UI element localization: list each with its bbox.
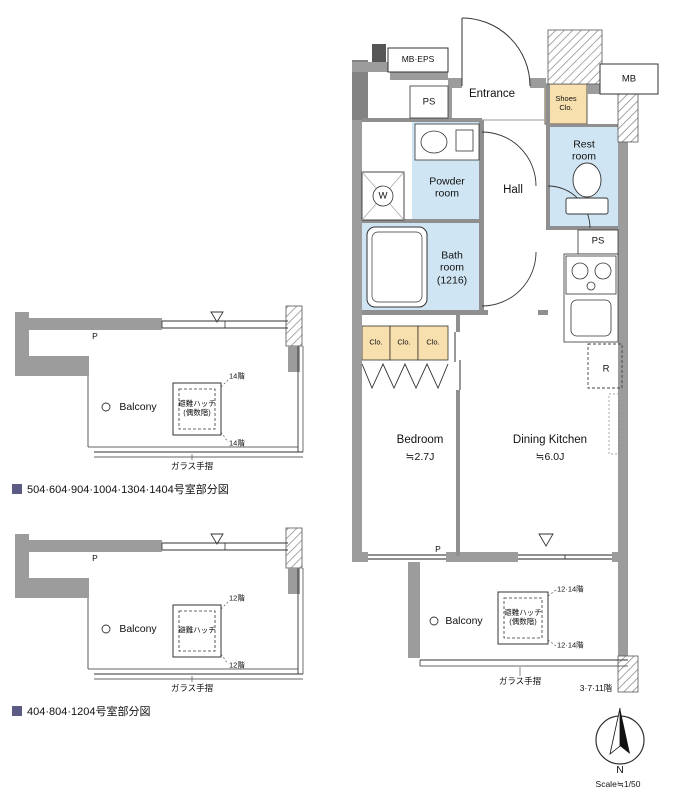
compass-icon [595, 707, 645, 765]
balcony-label: Balcony [445, 614, 483, 627]
shoes-closet-area [544, 83, 588, 125]
ps-mid-box [577, 229, 619, 255]
mb-eps-box [387, 47, 449, 73]
evacuation-hatch-box [497, 591, 549, 645]
closet-label: Clo. [426, 337, 440, 347]
glass-rail-label: ガラス手摺 [498, 675, 542, 686]
closet-folding-doors [361, 362, 449, 390]
counter-space [608, 393, 620, 455]
washer-label: W [378, 190, 388, 202]
north-label: N [616, 763, 624, 776]
dining-kitchen-label: Dining Kitchen [512, 434, 588, 447]
floors-note-label: 3·7·11階 [579, 682, 613, 693]
caption-text: 504·604·904·1004·1304·1404号室部分図 [27, 484, 229, 496]
ps-mid-label: PS [591, 235, 605, 247]
hatch-label: 避難ハッチ (偶数階) [504, 608, 542, 626]
rest-room-label: Rest room [572, 138, 596, 163]
powder-room-label: Powder room [429, 175, 465, 200]
caption-plan-b: 404·804·1204号室部分図 [12, 703, 151, 719]
mb-box [599, 63, 659, 95]
closet-label: Clo. [397, 337, 411, 347]
kitchen-sink-icon [570, 299, 612, 337]
ps-top-box [409, 85, 449, 119]
closet-area [417, 325, 449, 361]
hall-door-opening [488, 310, 538, 315]
floor-bottom-label: 12階 [229, 660, 245, 670]
closet-area [389, 325, 419, 361]
scale-label: Scale≒1/50 [595, 778, 641, 789]
main-plan [352, 17, 659, 693]
floor-bottom-label: 14階 [229, 438, 245, 448]
vanity-sink-icon [414, 123, 480, 161]
main-balcony [419, 533, 628, 676]
mb-label: MB [621, 73, 637, 85]
refrigerator-space [587, 343, 623, 389]
hall-door-arcs [481, 131, 537, 307]
washing-machine-icon [361, 171, 405, 221]
shoes-closet-label: Shoes Clo. [555, 94, 577, 112]
bath-room-label: Bath room (1216) [436, 249, 468, 287]
partial-plan-a [14, 305, 304, 461]
caption-marker [12, 706, 22, 716]
floor-top-label: 12階 [229, 593, 245, 603]
bathtub-icon [366, 226, 428, 308]
drain-circle-icon [429, 616, 439, 626]
walls [352, 44, 628, 658]
mb-eps-label: MB·EPS [401, 53, 435, 64]
partial-plan-b [14, 527, 304, 683]
dk-size-label: ≒6.0J [535, 450, 565, 463]
hatch-label: 避難ハッチ [178, 625, 216, 635]
balcony-label: Balcony [119, 622, 157, 635]
toilet-icon [565, 162, 609, 215]
ps-top-label: PS [422, 96, 436, 108]
bedroom-label: Bedroom [396, 434, 444, 447]
hatched-wall-right [617, 93, 639, 143]
hatch-label: 避難ハッチ (偶数階) [178, 399, 216, 417]
bedroom-door-opening [456, 332, 460, 390]
hatched-wall-top [547, 29, 603, 85]
entrance-door-arc [461, 17, 531, 87]
fridge-label: R [602, 363, 610, 375]
hatched-wall-balcony [617, 655, 639, 693]
pipe-label: P [435, 543, 441, 554]
pipe-label: P [92, 330, 98, 341]
hall-label: Hall [503, 184, 523, 197]
bedroom-size-label: ≒2.7J [405, 450, 435, 463]
caption-text: 404·804·1204号室部分図 [27, 706, 151, 718]
caption-plan-a: 504·604·904·1004·1304·1404号室部分図 [12, 481, 229, 497]
floors-bottom-label: 12·14階 [557, 640, 584, 650]
glass-rail-label: ガラス手摺 [170, 682, 214, 693]
glass-rail-label: ガラス手摺 [170, 460, 214, 471]
pipe-label: P [92, 552, 98, 563]
floors-top-label: 12·14階 [557, 584, 584, 594]
balcony-label: Balcony [119, 400, 157, 413]
windows [368, 552, 612, 562]
entrance-label: Entrance [468, 88, 516, 101]
closet-label: Clo. [369, 337, 383, 347]
level-marker [538, 533, 554, 547]
caption-marker [12, 484, 22, 494]
floor-top-label: 14階 [229, 371, 245, 381]
